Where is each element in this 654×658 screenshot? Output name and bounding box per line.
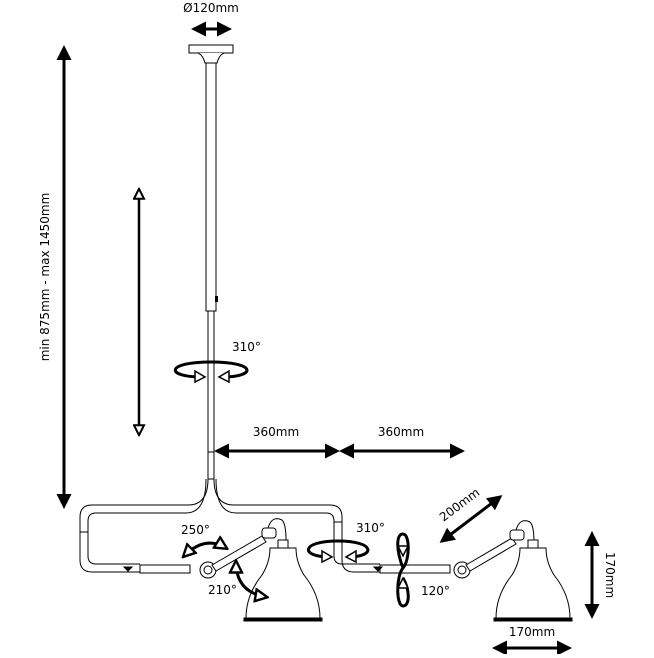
double-arm-frame-icon — [79, 478, 380, 573]
rotation-arc-icon — [236, 562, 266, 597]
arm-segment-label: 200mm — [437, 485, 482, 524]
left-joint-rotation-250: 250° — [181, 523, 226, 556]
arm-span-dimensions: 360mm 360mm — [214, 425, 465, 459]
arm-segment-dimension: 200mm — [437, 485, 503, 543]
left-arm-assembly — [122, 518, 287, 579]
shade-diameter-dimension: 170mm — [492, 625, 572, 656]
right-tilt-rotation-label: 120° — [421, 584, 450, 598]
ceiling-canopy-icon — [188, 44, 234, 64]
left-upper-rotation-label: 250° — [181, 523, 210, 537]
left-span-label: 360mm — [253, 425, 299, 439]
shade-height-dimension: 170mm — [584, 531, 617, 619]
drop-height-label: min 875mm - max 1450mm — [38, 193, 52, 362]
canopy-diameter-label: Ø120mm — [183, 1, 239, 15]
left-joint-rotation-210: 210° — [208, 562, 266, 597]
lamp-shade-right-icon — [493, 539, 573, 622]
right-arm-assembly — [372, 520, 535, 579]
canopy-diameter-dimension: Ø120mm — [183, 1, 239, 37]
arm-segment-arrow — [439, 495, 503, 543]
shade-height-label: 170mm — [603, 552, 617, 598]
telescopic-stem-icon — [205, 62, 218, 480]
right-arm-tilt-rotation: 120° — [396, 532, 450, 608]
stem-rotation-indicator: 310° — [173, 340, 261, 384]
rotation-arc-icon — [184, 543, 226, 556]
drop-height-dimension: min 875mm - max 1450mm — [38, 45, 72, 509]
right-swivel-rotation-label: 310° — [356, 521, 385, 535]
rotation-arc-icon — [173, 360, 249, 379]
right-arm-swivel-rotation: 310° — [307, 521, 385, 564]
right-span-label: 360mm — [378, 425, 424, 439]
shade-diameter-label: 170mm — [509, 625, 555, 639]
stem-rotation-label: 310° — [232, 340, 261, 354]
left-lower-rotation-label: 210° — [208, 583, 237, 597]
